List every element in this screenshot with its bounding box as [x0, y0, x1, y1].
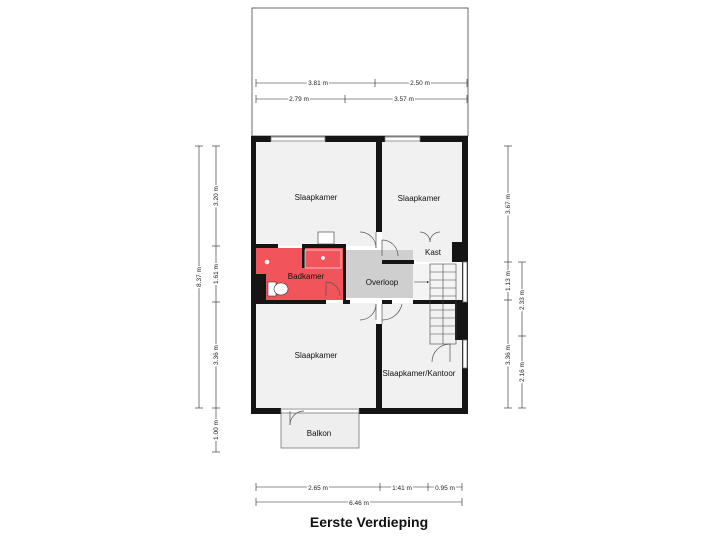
- dim-top-3: 2.79 m: [289, 96, 309, 103]
- dim-bottom-1: 2.65 m: [308, 485, 328, 492]
- floor-bedroom-top-right: [382, 142, 462, 260]
- label-bedroom-office: Slaapkamer/Kantoor: [383, 369, 456, 378]
- dimension-lines-top: [255, 79, 468, 103]
- dimension-lines-bottom: [255, 483, 463, 506]
- dim-top-2: 2.50 m: [410, 80, 430, 87]
- dim-left-1: 3.20 m: [213, 186, 220, 206]
- dim-left-3: 3.36 m: [213, 345, 220, 365]
- sink-icon: [317, 231, 335, 245]
- dim-right-3: 3.36 m: [505, 345, 512, 365]
- shower-head-icon: [264, 259, 270, 265]
- dim-left-4: 1.00 m: [213, 420, 220, 440]
- dim-right-4: 2.33 m: [519, 290, 526, 310]
- dim-top-1: 3.81 m: [308, 80, 328, 87]
- stairs: [414, 263, 457, 345]
- doors: [289, 231, 451, 426]
- floor-landing: [345, 250, 413, 298]
- dim-top-4: 3.57 m: [394, 96, 414, 103]
- label-closet: Kast: [425, 248, 442, 257]
- label-balcony: Balkon: [307, 429, 331, 438]
- roof-outline: [251, 7, 469, 137]
- label-landing: Overloop: [366, 278, 399, 287]
- dim-left-total: 8.37 m: [196, 267, 203, 287]
- dim-right-2: 1.13 m: [505, 271, 512, 291]
- dim-left-2: 1.61 m: [213, 264, 220, 284]
- bathroom-fixtures: [264, 231, 342, 297]
- shower-tray-icon: [304, 249, 342, 269]
- dim-bottom-total: 6.46 m: [349, 500, 369, 507]
- label-bedroom-top-left: Slaapkamer: [295, 193, 338, 202]
- label-bathroom: Badkamer: [288, 272, 325, 281]
- dim-right-5: 2.16 m: [519, 362, 526, 382]
- floor-closet: [416, 244, 452, 262]
- floor-bedroom-top-left: [256, 142, 376, 246]
- floor-balcony: [280, 411, 360, 449]
- dim-bottom-3: 0.95 m: [435, 485, 455, 492]
- floor-bedroom-bottom-left: [256, 303, 376, 408]
- dim-bottom-2: 1.41 m: [392, 485, 412, 492]
- dimension-lines-left: [195, 145, 220, 453]
- dimension-lines-right: [504, 145, 526, 409]
- label-bedroom-bottom-left: Slaapkamer: [295, 351, 338, 360]
- dim-right-1: 3.67 m: [505, 194, 512, 214]
- label-bedroom-top-right: Slaapkamer: [398, 194, 441, 203]
- page-title: Eerste Verdieping: [310, 514, 428, 530]
- windows: [270, 136, 468, 414]
- floor-bedroom-office: [382, 303, 462, 408]
